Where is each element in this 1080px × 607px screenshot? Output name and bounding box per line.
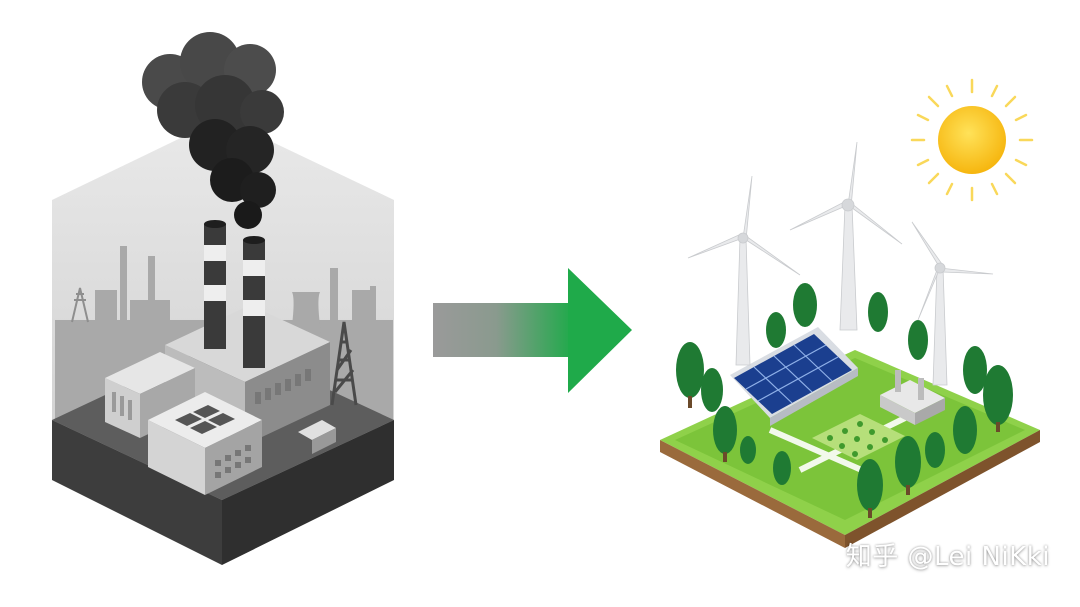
factory-scene — [52, 32, 394, 565]
solar-panel-icon — [730, 327, 858, 426]
pylon-icon — [71, 287, 89, 323]
sun-icon — [910, 78, 1034, 202]
crop-field — [812, 414, 905, 460]
tree-icon — [676, 283, 1013, 518]
green-energy-scene — [660, 78, 1040, 548]
wind-turbine-icon — [687, 141, 994, 386]
oil-derrick-icon — [330, 321, 358, 406]
arrow-right-icon — [433, 268, 632, 393]
smoke-cloud-icon — [142, 32, 284, 229]
smokestack-icon — [204, 220, 265, 368]
island-soil-left — [660, 440, 845, 548]
island-soil-right — [845, 430, 1040, 548]
watermark-text: 知乎 @Lei NiKki — [845, 542, 1050, 572]
utility-building — [880, 370, 945, 425]
factory-ground-right — [222, 420, 394, 565]
factory-ground-left — [52, 420, 222, 565]
